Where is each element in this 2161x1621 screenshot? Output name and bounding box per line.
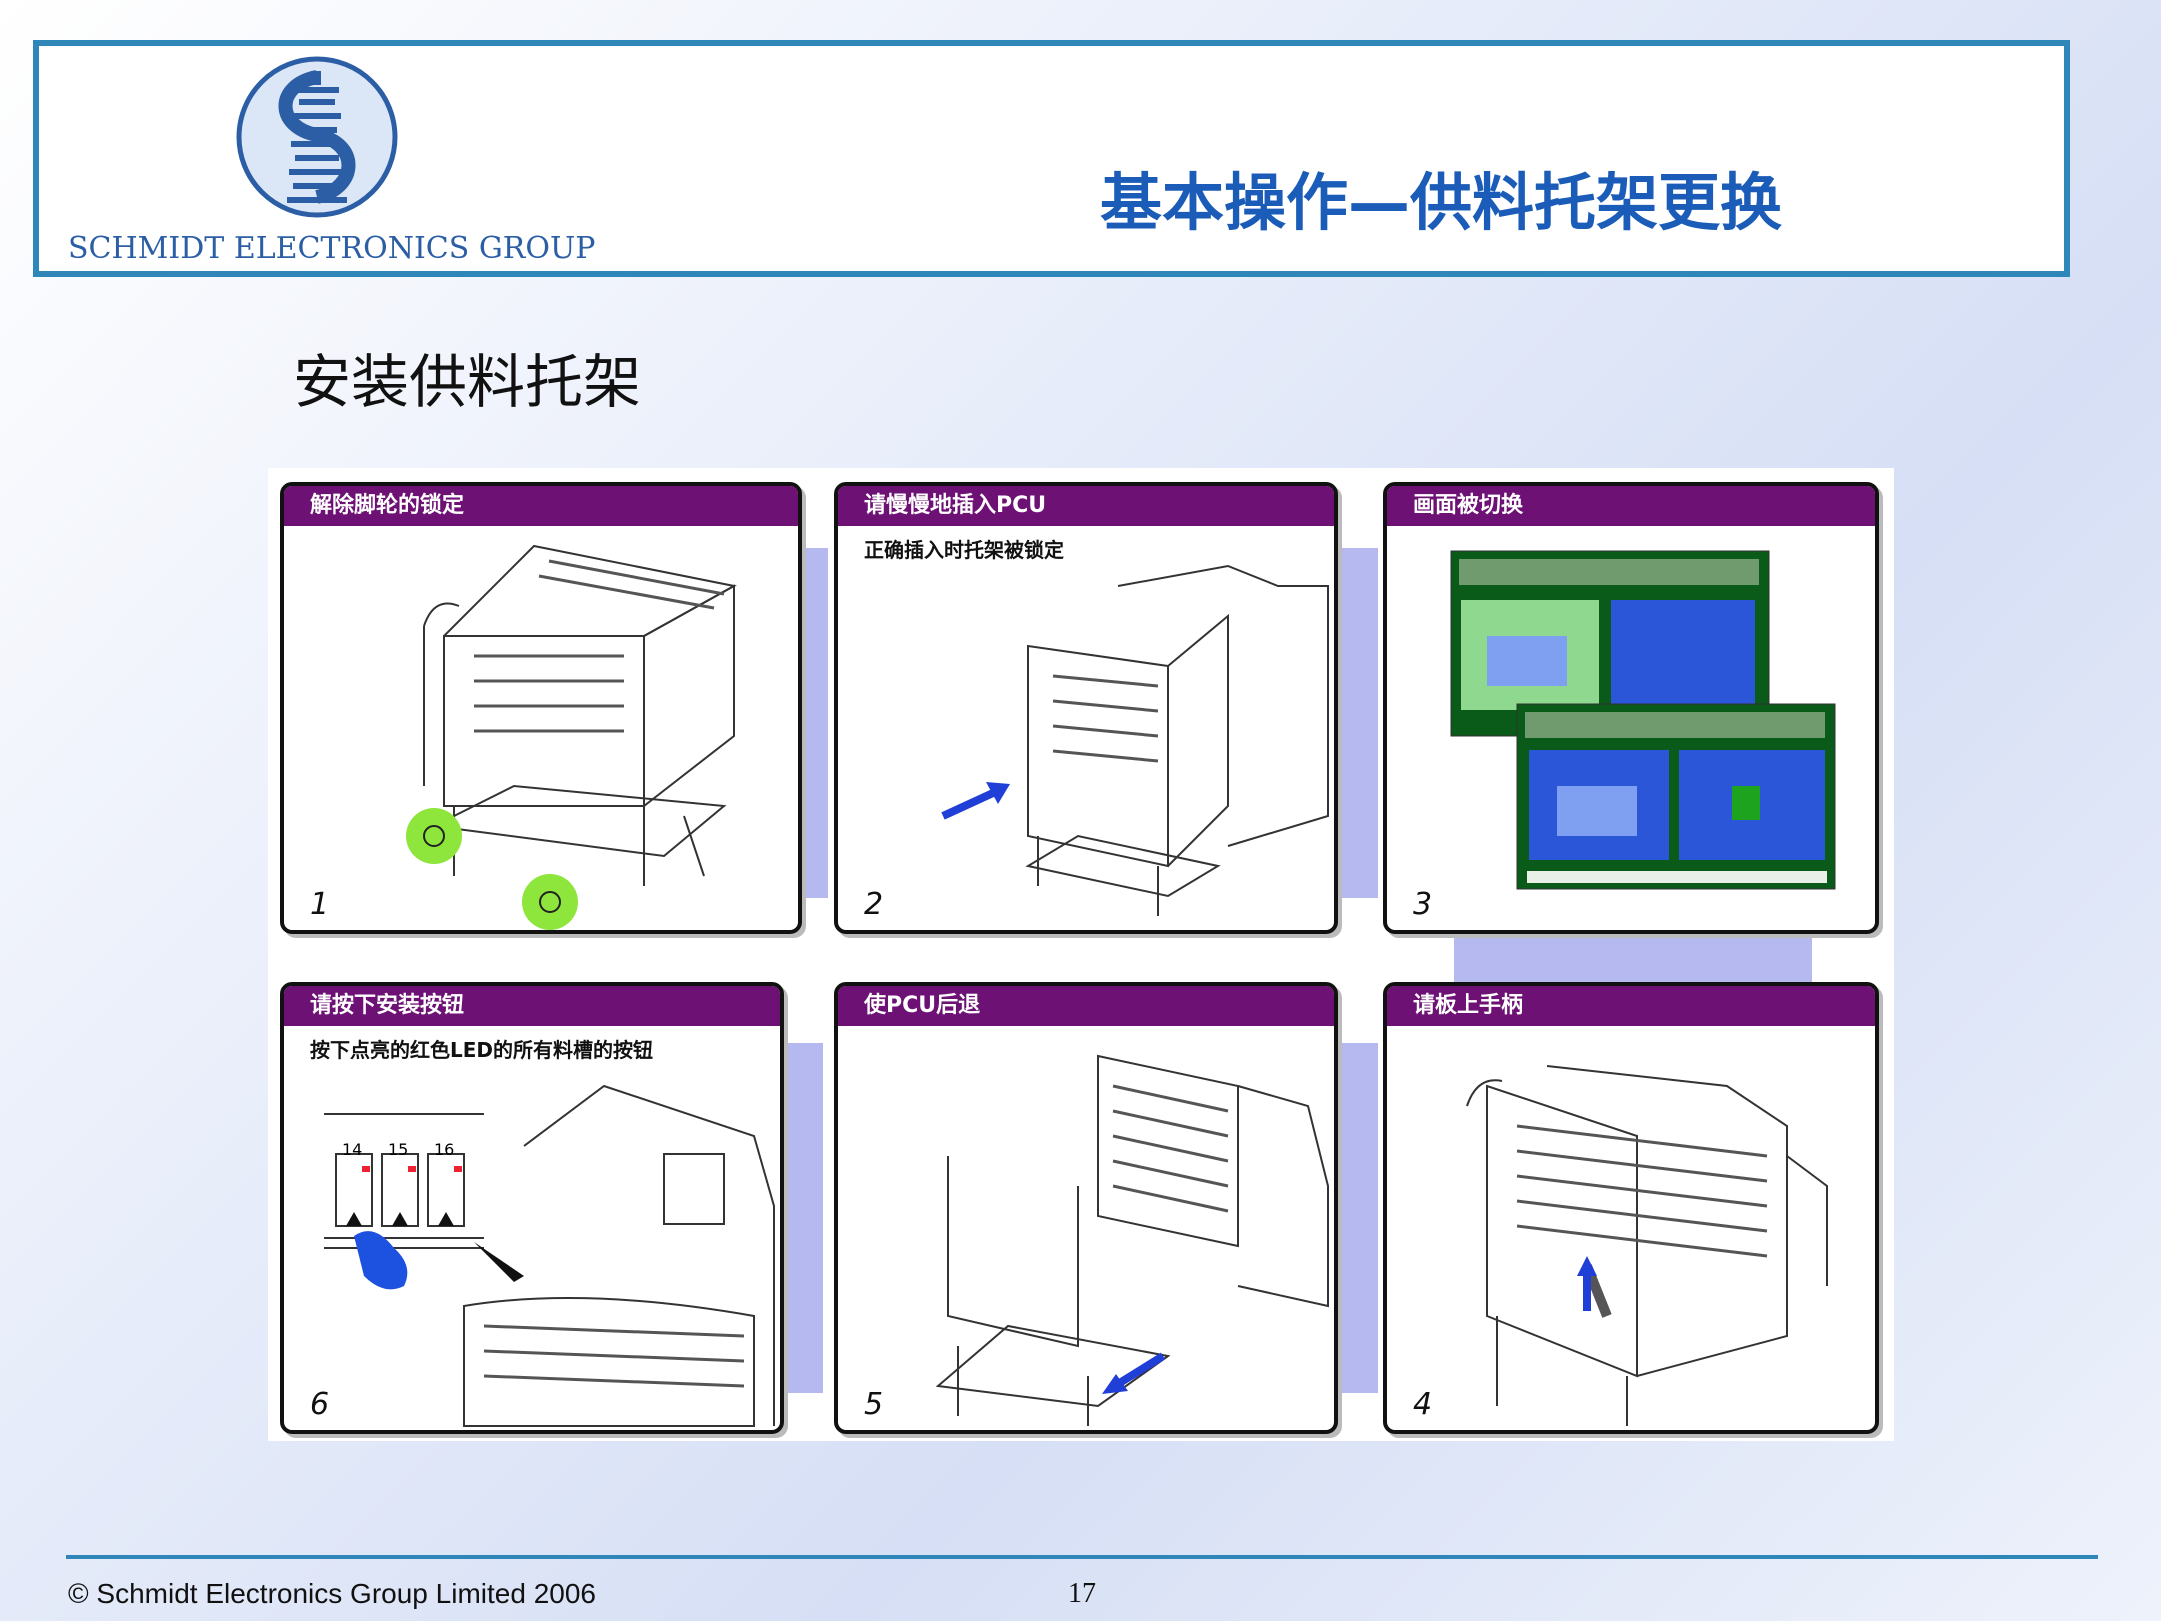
- step-panel-6: 请按下安装按钮 按下点亮的红色LED的所有料槽的按钮 14 15 16 6: [280, 982, 784, 1434]
- pagoda-logo-icon: [235, 55, 400, 220]
- step-1-title: 解除脚轮的锁定: [284, 486, 798, 526]
- connector-1-2: [798, 548, 828, 898]
- step-3-number: 3: [1413, 887, 1432, 922]
- step-2-title: 请慢慢地插入PCU: [838, 486, 1334, 526]
- step-6-title: 请按下安装按钮: [284, 986, 780, 1026]
- connector-2-3: [1338, 548, 1378, 898]
- retract-pcu-illustration: [838, 986, 1338, 1434]
- connector-5-4: [1338, 1043, 1378, 1393]
- step-1-number: 1: [310, 887, 329, 922]
- procedure-figure: 解除脚轮的锁定 1 请慢慢地插入PCU 正确插入时托架被锁定 2: [268, 468, 1894, 1441]
- slot-label: 14: [342, 1140, 362, 1159]
- section-subtitle: 安装供料托架: [293, 335, 641, 419]
- page-number: 17: [1068, 1578, 1096, 1610]
- caster-unlock-illustration: [284, 486, 802, 934]
- copyright-text: © Schmidt Electronics Group Limited 2006: [68, 1578, 596, 1610]
- step-4-number: 4: [1413, 1387, 1432, 1422]
- raise-handle-illustration: [1387, 986, 1879, 1434]
- company-name: SCHMIDT ELECTRONICS GROUP: [68, 231, 595, 266]
- slide-title: 基本操作—供料托架更换: [1100, 152, 1782, 242]
- slot-label: 15: [388, 1140, 408, 1159]
- step-6-note: 按下点亮的红色LED的所有料槽的按钮: [310, 1034, 653, 1063]
- step-6-number: 6: [310, 1387, 329, 1422]
- step-panel-1: 解除脚轮的锁定 1: [280, 482, 802, 934]
- step-panel-3: 画面被切换 3: [1383, 482, 1879, 934]
- step-panel-2: 请慢慢地插入PCU 正确插入时托架被锁定 2: [834, 482, 1338, 934]
- step-5-number: 5: [864, 1387, 883, 1422]
- screen-switch-illustration: [1387, 486, 1879, 934]
- step-panel-4: 请板上手柄 4: [1383, 982, 1879, 1434]
- step-2-note: 正确插入时托架被锁定: [864, 534, 1064, 563]
- step-4-title: 请板上手柄: [1387, 986, 1875, 1026]
- footer-divider: [66, 1555, 2098, 1559]
- connector-6-5: [783, 1043, 823, 1393]
- step-3-title: 画面被切换: [1387, 486, 1875, 526]
- step-2-number: 2: [864, 887, 883, 922]
- step-5-title: 使PCU后退: [838, 986, 1334, 1026]
- step-panel-5: 使PCU后退 5: [834, 982, 1338, 1434]
- slot-label: 16: [434, 1140, 454, 1159]
